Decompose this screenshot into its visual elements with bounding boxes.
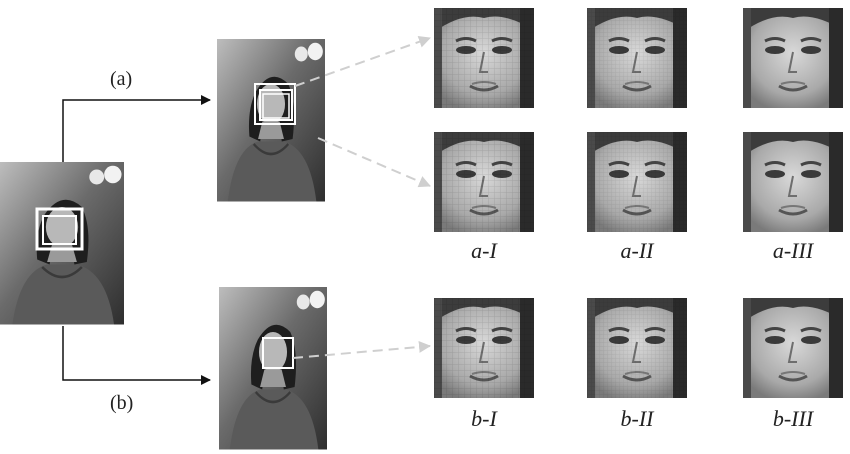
branch-b-connector [62, 326, 211, 385]
arrow-a-to-row2 [317, 137, 431, 188]
face-tile-a-row1-col2 [585, 6, 689, 110]
caption-b-II: b-II [620, 406, 654, 431]
face-tile-a-row2-col2 [585, 130, 689, 234]
face-tile-a-row2-col3 [741, 130, 845, 234]
face-tile-a-row2-col1 [432, 130, 536, 234]
caption-a-III: a-III [772, 238, 814, 263]
face-tile-b-col1 [432, 296, 536, 400]
branch-a-connector [62, 95, 211, 162]
face-tile-a-row1-col3 [741, 6, 845, 110]
branch-a-face-box-1 [254, 83, 296, 125]
caption-b-I: b-I [471, 406, 497, 431]
arrow-a-to-row1 [294, 36, 431, 87]
face-tile-b-col3 [741, 296, 845, 400]
branch-a-face-box-3 [262, 93, 290, 119]
arrow-b-to-row3 [292, 340, 431, 359]
original-face-box-inner [42, 215, 77, 245]
branch-a-face-box-2 [259, 89, 293, 121]
face-tile-a-row1-col1 [432, 6, 536, 110]
caption-b-III: b-III [772, 406, 814, 431]
caption-a-II: a-II [620, 238, 654, 263]
original-face-box-outer [35, 207, 84, 251]
branch-label-b: (b) [110, 392, 134, 414]
branch-label-a: (a) [110, 68, 133, 90]
face-tile-b-col2 [585, 296, 689, 400]
caption-a-I: a-I [471, 238, 497, 263]
branch-b-face-box [262, 337, 294, 369]
